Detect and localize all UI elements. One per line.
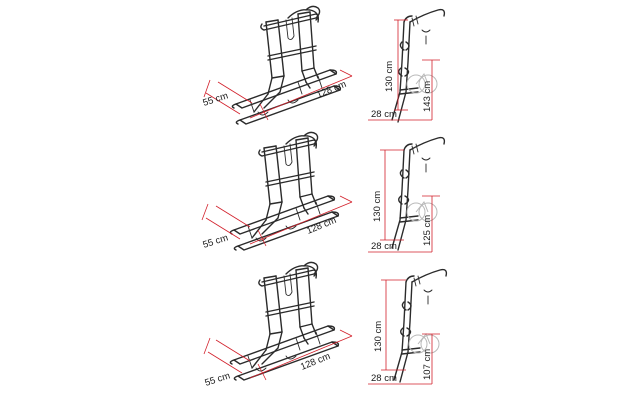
config-1-height-dimension bbox=[394, 19, 408, 111]
config-2-width-label: 128 cm bbox=[305, 215, 338, 237]
config-3-group: 55 cm 128 cm 130 cm 107 cm 28 cm bbox=[203, 261, 448, 389]
config-2-group: 55 cm 128 cm 130 cm 125 cm 28 cm bbox=[201, 131, 446, 253]
config-3-side-rack-drawing bbox=[393, 268, 448, 383]
config-1-depth-dimension bbox=[203, 79, 253, 115]
config-3-height-dimension bbox=[381, 279, 406, 371]
config-3-ground-dimension bbox=[422, 333, 440, 384]
config-2-depth-dimension bbox=[201, 203, 251, 240]
config-1-ground-label: 143 cm bbox=[422, 81, 433, 112]
config-2-offset-label: 28 cm bbox=[371, 241, 397, 252]
config-2-depth-label: 55 cm bbox=[202, 232, 230, 250]
config-3-depth-dimension bbox=[203, 337, 251, 374]
config-1-side-rack-drawing bbox=[391, 8, 446, 123]
config-1-ground-dimension bbox=[422, 59, 440, 120]
config-3-ground-label: 107 cm bbox=[422, 349, 433, 380]
config-2-side-rack-drawing bbox=[391, 136, 446, 251]
config-1-perspective-rack-drawing bbox=[231, 5, 342, 125]
config-2-width-dimension bbox=[249, 195, 353, 247]
config-3-height-label: 130 cm bbox=[373, 321, 384, 352]
config-1-offset-label: 28 cm bbox=[371, 109, 397, 120]
config-2-height-label: 130 cm bbox=[372, 191, 383, 222]
config-3-depth-label: 55 cm bbox=[204, 370, 232, 388]
config-3-width-dimension bbox=[249, 329, 353, 381]
config-1-group: 55 cm 128 cm 130 cm 143 cm 28 cm bbox=[202, 5, 446, 125]
config-2-perspective-rack-drawing bbox=[229, 131, 340, 251]
config-3-offset-label: 28 cm bbox=[371, 373, 397, 384]
config-2-ground-label: 125 cm bbox=[422, 215, 433, 246]
config-1-height-label: 130 cm bbox=[384, 61, 395, 92]
config-2-height-dimension bbox=[380, 149, 404, 241]
config-2-ground-dimension bbox=[422, 195, 440, 252]
config-1-width-dimension bbox=[249, 69, 353, 121]
